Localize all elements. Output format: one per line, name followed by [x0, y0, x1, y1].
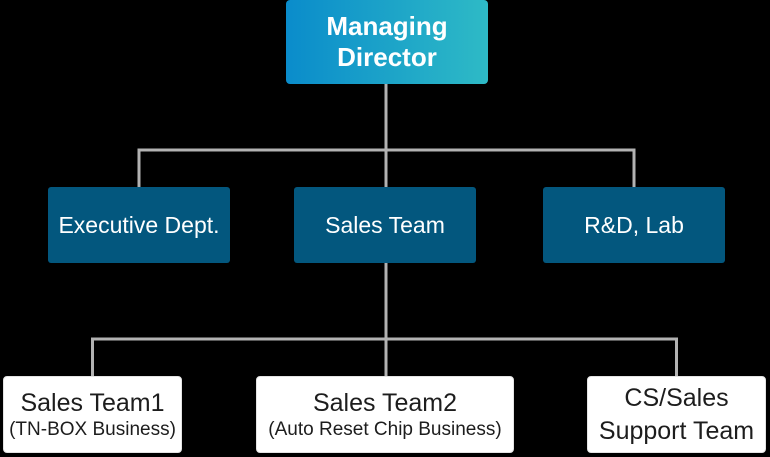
node-executive-dept: Executive Dept.: [48, 187, 230, 263]
node-sales-team1-sublabel: (TN-BOX Business): [9, 418, 176, 440]
node-sales-team2: Sales Team2 (Auto Reset Chip Business): [256, 376, 514, 453]
node-rnd-lab: R&D, Lab: [543, 187, 725, 263]
node-managing-director: Managing Director: [286, 0, 488, 84]
node-rnd-lab-label: R&D, Lab: [584, 211, 684, 238]
node-sales-team2-label: Sales Team2: [312, 388, 458, 417]
node-sales-team1-label: Sales Team1: [20, 388, 165, 417]
node-executive-dept-label: Executive Dept.: [58, 211, 220, 238]
node-cs-sales-support-team-label: CS/Sales Support Team: [598, 384, 755, 445]
node-managing-director-label: Managing Director: [326, 11, 448, 72]
node-sales-team: Sales Team: [294, 187, 476, 263]
node-sales-team-label: Sales Team: [325, 211, 445, 238]
node-sales-team1: Sales Team1 (TN-BOX Business): [3, 376, 182, 453]
node-cs-sales-support-team: CS/Sales Support Team: [587, 376, 766, 453]
node-sales-team2-sublabel: (Auto Reset Chip Business): [268, 418, 502, 440]
